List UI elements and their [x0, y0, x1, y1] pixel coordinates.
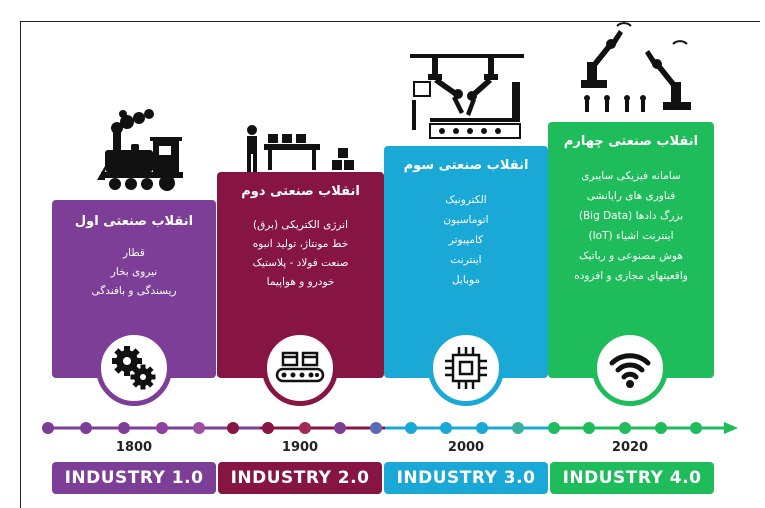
timeline-dot	[227, 422, 239, 434]
list-item: اینترنت اشیاء (IoT)	[588, 230, 674, 242]
stage-3-items: الکترونیک اتوماسیون کامپیوتر اینترنت موب…	[390, 190, 542, 290]
timeline-dot	[690, 422, 702, 434]
list-item: صنعت فولاد - پلاستیک	[252, 257, 349, 269]
list-item: خودرو و هواپیما	[266, 276, 335, 288]
year-label: 1900	[281, 440, 319, 455]
stage-3-title: انقلاب صنعتی سوم	[403, 158, 529, 173]
list-item: خط مونتاژ، تولید انبوه	[252, 238, 349, 250]
stage-1-panel: انقلاب صنعتی اول قطار نیروی بخار ریسندگی…	[52, 200, 216, 378]
stage-1-icon-circle	[96, 330, 172, 406]
year-label: 2020	[611, 440, 649, 455]
list-item: بزرگ دادها (Big Data)	[578, 210, 684, 222]
stage-4-title: انقلاب صنعتی چهارم	[563, 134, 699, 149]
stage-2-title: انقلاب صنعتی دوم	[241, 184, 360, 199]
industry-badge: INDUSTRY 3.0	[384, 462, 548, 494]
stage-2-items: انرژی الکتریکی (برق) خط مونتاژ، تولید ان…	[223, 216, 378, 292]
list-item: ریسندگی و بافندگی	[91, 285, 177, 297]
timeline-dot	[193, 422, 205, 434]
list-item: سامانه فیزیکی سایبری	[581, 170, 681, 182]
steam-locomotive-illustration	[97, 109, 183, 191]
list-item: الکترونیک	[445, 194, 487, 206]
wifi-icon	[609, 353, 651, 388]
stage-4-icon-circle	[592, 330, 668, 406]
list-item: موبایل	[451, 274, 481, 286]
conveyor-icon	[275, 351, 325, 383]
list-item: قطار	[123, 247, 145, 259]
timeline-dot	[512, 422, 524, 434]
stage-1-items: قطار نیروی بخار ریسندگی و بافندگی	[58, 244, 210, 301]
timeline-dot	[370, 422, 382, 434]
timeline-dot	[80, 422, 92, 434]
list-item: هوش مصنوعی و رباتیک	[579, 250, 683, 262]
stage-3-icon-circle	[428, 330, 504, 406]
timeline-dot	[405, 422, 417, 434]
gears-icon	[112, 346, 156, 390]
connected-robots-illustration	[581, 22, 691, 112]
timeline-dot	[118, 422, 130, 434]
list-item: اتوماسیون	[443, 214, 489, 226]
timeline-dot	[299, 422, 311, 434]
list-item: واقعیتهای مجازی و افزوده	[574, 270, 688, 282]
year-label: 1800	[115, 440, 153, 455]
list-item: اینترنت	[450, 254, 482, 266]
timeline-dot	[262, 422, 274, 434]
list-item: کامپیوتر	[448, 234, 484, 246]
stage-4-items: سامانه فیزیکی سایبری فناوری های رایانشی …	[554, 166, 708, 286]
stage-1-title: انقلاب صنعتی اول	[74, 214, 194, 229]
industry-badge: INDUSTRY 2.0	[218, 462, 382, 494]
industry-badge: INDUSTRY 1.0	[52, 462, 216, 494]
chip-icon	[445, 347, 487, 389]
stage-2-icon-circle	[262, 330, 338, 406]
timeline-dot	[583, 422, 595, 434]
assembly-line-worker-illustration	[247, 125, 354, 172]
timeline-dot	[619, 422, 631, 434]
list-item: انرژی الکتریکی (برق)	[252, 219, 348, 231]
industry-badge: INDUSTRY 4.0	[550, 462, 714, 494]
timeline-line	[48, 422, 738, 434]
timeline-dot	[655, 422, 667, 434]
timeline-dot	[476, 422, 488, 434]
timeline-dot	[548, 422, 560, 434]
timeline-dot	[334, 422, 346, 434]
frame-top-line	[20, 21, 760, 22]
robotic-arms-factory-illustration	[410, 54, 524, 139]
timeline-dot	[42, 422, 54, 434]
frame-left-line	[20, 21, 21, 508]
timeline-dot	[440, 422, 452, 434]
list-item: نیروی بخار	[110, 266, 158, 278]
list-item: فناوری های رایانشی	[586, 190, 676, 202]
year-label: 2000	[447, 440, 485, 455]
timeline-dot	[156, 422, 168, 434]
